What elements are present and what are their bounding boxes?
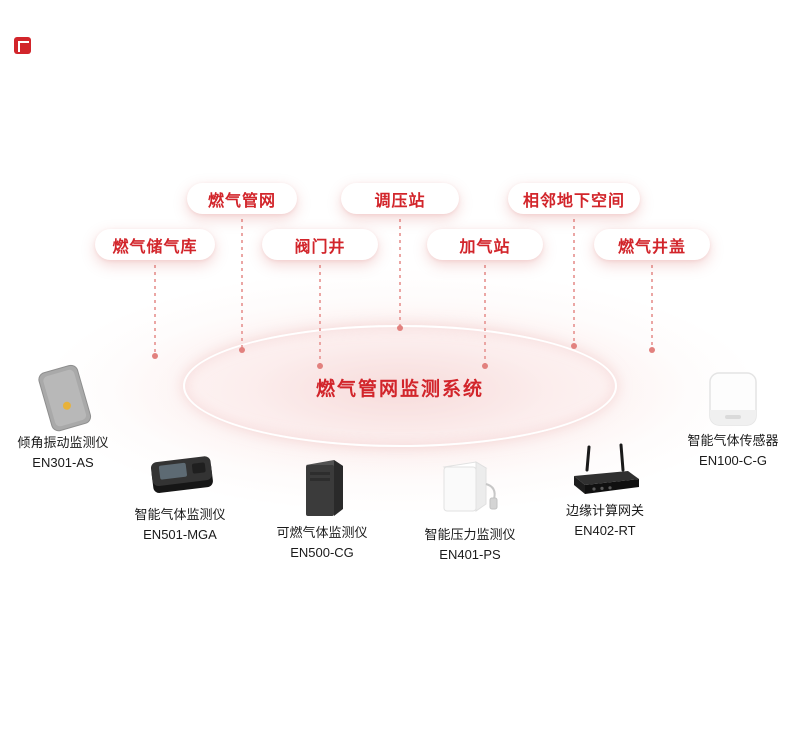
device-model: EN401-PS <box>439 547 501 563</box>
connector-dot <box>152 353 158 359</box>
device-model: EN501-MGA <box>143 527 217 543</box>
device-label: 智能压力监测仪 EN401-PS <box>400 525 540 565</box>
connector-manhole-cover <box>649 265 655 353</box>
pill-gas-network: 燃气管网 <box>187 183 297 214</box>
pill-valve-well: 阀门井 <box>262 229 378 260</box>
connector-dot <box>482 363 488 369</box>
device-smart-gas-detector <box>146 448 220 507</box>
connector-dot <box>317 363 323 369</box>
connector-dot <box>649 347 655 353</box>
gas-sensor-icon <box>709 372 757 426</box>
device-model: EN500-CG <box>290 545 354 561</box>
pill-gas-storage: 燃气储气库 <box>95 229 215 260</box>
connector-dot <box>571 343 577 349</box>
connector-valve-well <box>317 265 323 369</box>
combustible-monitor-icon <box>306 460 343 516</box>
device-name: 智能气体监测仪 <box>134 507 226 522</box>
device-smart-gas-sensor <box>704 368 762 435</box>
gas-detector-icon <box>150 456 213 493</box>
pill-gas-filling-station: 加气站 <box>427 229 543 260</box>
device-model: EN402-RT <box>574 523 636 539</box>
connector-adjacent-space <box>571 219 577 349</box>
tilt-sensor-icon <box>38 364 92 432</box>
connector-gas-network <box>239 219 245 353</box>
connector-dot <box>239 347 245 353</box>
device-smart-pressure-monitor <box>436 456 504 525</box>
brand-logo-icon <box>14 37 31 54</box>
device-label: 边缘计算网关 EN402-RT <box>535 501 675 541</box>
device-label: 智能气体传感器 EN100-C-G <box>663 431 800 471</box>
device-label: 智能气体监测仪 EN501-MGA <box>110 505 250 545</box>
center-ellipse-ring <box>183 325 617 447</box>
device-model: EN100-C-G <box>699 453 767 469</box>
device-name: 智能压力监测仪 <box>424 527 516 542</box>
connector-filling-station <box>482 265 488 369</box>
device-name: 智能气体传感器 <box>687 433 779 448</box>
pill-gas-manhole-cover: 燃气井盖 <box>594 229 710 260</box>
device-label: 倾角振动监测仪 EN301-AS <box>0 433 133 473</box>
pressure-monitor-icon <box>442 461 498 512</box>
connector-gas-storage <box>152 265 158 359</box>
system-title: 燃气管网监测系统 <box>315 379 484 400</box>
device-name: 边缘计算网关 <box>565 503 644 518</box>
device-combustible-gas-monitor <box>296 456 350 525</box>
device-name: 倾角振动监测仪 <box>17 435 109 450</box>
device-edge-computing-gateway <box>566 440 644 507</box>
pill-pressure-station: 调压站 <box>341 183 459 214</box>
gateway-icon <box>574 443 639 494</box>
connector-dot <box>397 325 403 331</box>
pill-adjacent-underground-space: 相邻地下空间 <box>508 183 640 214</box>
device-label: 可燃气体监测仪 EN500-CG <box>252 523 392 563</box>
device-name: 可燃气体监测仪 <box>276 525 368 540</box>
device-tilt-vibration-monitor <box>28 360 102 443</box>
device-model: EN301-AS <box>32 455 94 471</box>
connector-pressure-station <box>397 219 403 331</box>
